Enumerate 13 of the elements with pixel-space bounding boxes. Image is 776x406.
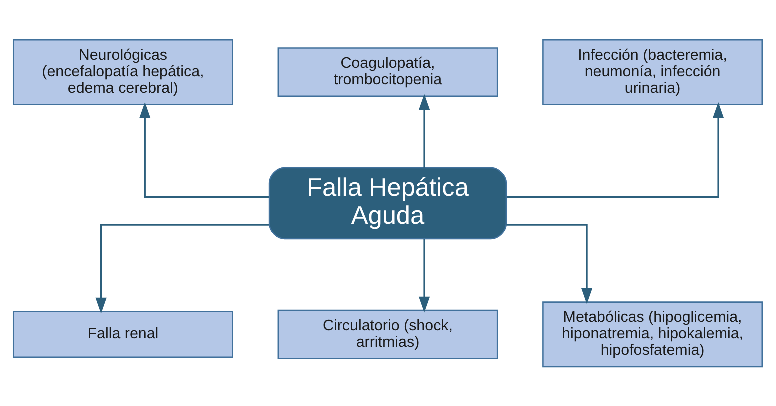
arrow [506, 224, 593, 304]
node-box: Metabólicas (hipoglicemia, hiponatremia, hipokalemia, hipofosfatemia) [542, 301, 763, 368]
arrow [506, 102, 724, 198]
arrow [96, 224, 270, 314]
arrow [140, 102, 270, 198]
node-box: Falla renal [13, 310, 234, 358]
node-box: Infección (bacteremia, neumonía, infección urinaria) [542, 38, 763, 105]
node-box: Coagulopatía, trombocitopenia [278, 47, 498, 97]
arrow [418, 238, 430, 312]
arrow [418, 94, 430, 168]
node-box: Circulatorio (shock, arritmias) [278, 309, 498, 359]
node-box: Neurológicas (encefalopatía hepática, edema cerebral) [13, 38, 234, 105]
node-box: Falla Hepática Aguda [268, 166, 508, 240]
